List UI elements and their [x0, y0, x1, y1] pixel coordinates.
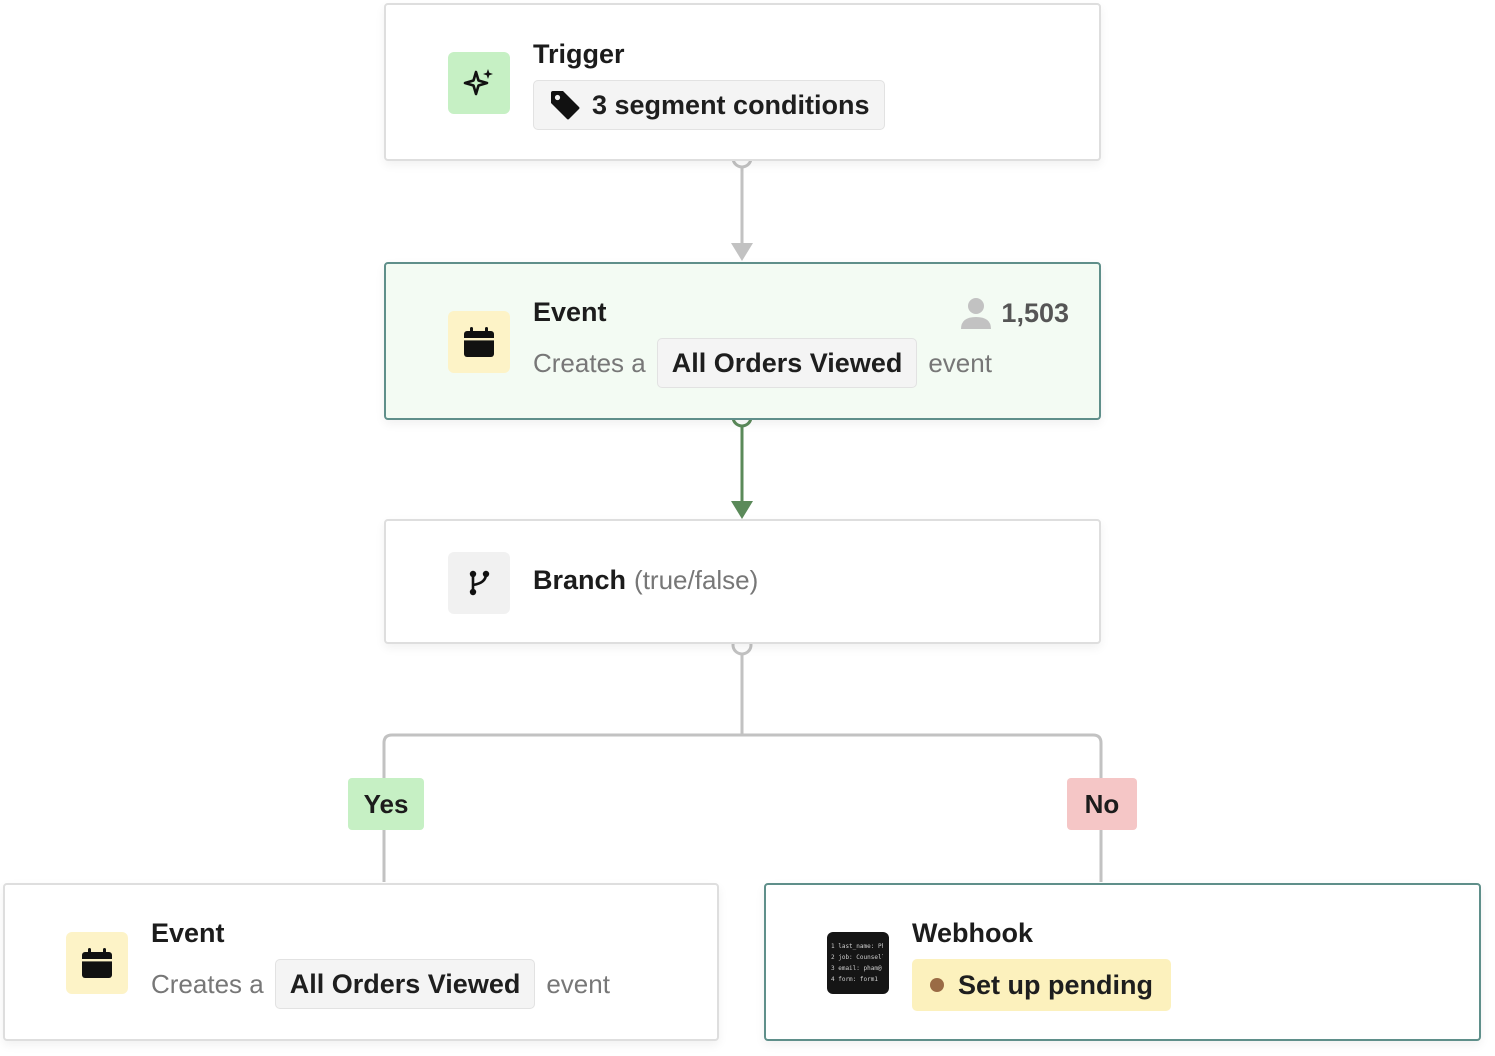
event-icon-box	[448, 311, 510, 373]
event-card-yes[interactable]: Event Creates a All Orders Viewed event	[3, 883, 719, 1041]
event-yes-title: Event	[151, 918, 225, 948]
branch-title: Branch	[533, 565, 627, 595]
trigger-icon-box	[448, 52, 510, 114]
calendar-icon	[82, 948, 112, 978]
git-branch-icon	[469, 570, 490, 596]
segment-conditions-label: 3 segment conditions	[592, 89, 870, 120]
event-card-main[interactable]: Event 1,503 Creates a All Orders Viewed …	[384, 262, 1101, 420]
event-yes-suffix: event	[546, 968, 610, 999]
code-line: 4 form: form1	[831, 976, 878, 983]
code-line: 2 job: Counsell	[831, 954, 883, 961]
code-line: 3 email: pham@	[831, 965, 882, 972]
webhook-title: Webhook	[912, 918, 1033, 948]
recipient-count-value: 1,503	[1001, 297, 1069, 328]
tag-icon	[551, 91, 580, 120]
user-icon	[961, 298, 992, 329]
arrow-head-event	[731, 243, 753, 261]
webhook-card[interactable]: 1 last_name: Ph 2 job: Counsell 3 email:…	[764, 883, 1481, 1041]
event-yes-chip[interactable]: All Orders Viewed	[274, 959, 536, 1009]
status-dot	[930, 978, 944, 992]
event-main-chip[interactable]: All Orders Viewed	[656, 338, 918, 388]
segment-conditions-chip[interactable]: 3 segment conditions	[533, 80, 885, 130]
setup-pending-badge[interactable]: Set up pending	[912, 959, 1171, 1011]
code-snippet-icon: 1 last_name: Ph 2 job: Counsell 3 email:…	[827, 943, 883, 983]
calendar-icon	[464, 327, 494, 357]
event-main-title: Event	[533, 297, 607, 327]
webhook-icon-box: 1 last_name: Ph 2 job: Counsell 3 email:…	[827, 932, 889, 994]
no-label: No	[1067, 778, 1137, 830]
arrow-head-branch	[731, 501, 753, 519]
event-main-prefix: Creates a	[533, 347, 646, 378]
branch-icon-box	[448, 552, 510, 614]
branch-subtitle: (true/false)	[634, 565, 759, 595]
setup-pending-label: Set up pending	[958, 969, 1153, 1000]
event-yes-icon-box	[66, 932, 128, 994]
recipient-count: 1,503	[959, 296, 1069, 330]
sparkles-icon	[463, 69, 493, 96]
code-line: 1 last_name: Ph	[831, 943, 883, 950]
connector-branch-split	[382, 654, 1103, 882]
event-yes-prefix: Creates a	[151, 968, 264, 999]
trigger-title: Trigger	[533, 39, 625, 69]
yes-label: Yes	[348, 778, 424, 830]
trigger-card[interactable]: Trigger 3 segment conditions	[384, 3, 1101, 161]
event-main-suffix: event	[928, 347, 992, 378]
branch-card[interactable]: Branch (true/false)	[384, 519, 1101, 644]
